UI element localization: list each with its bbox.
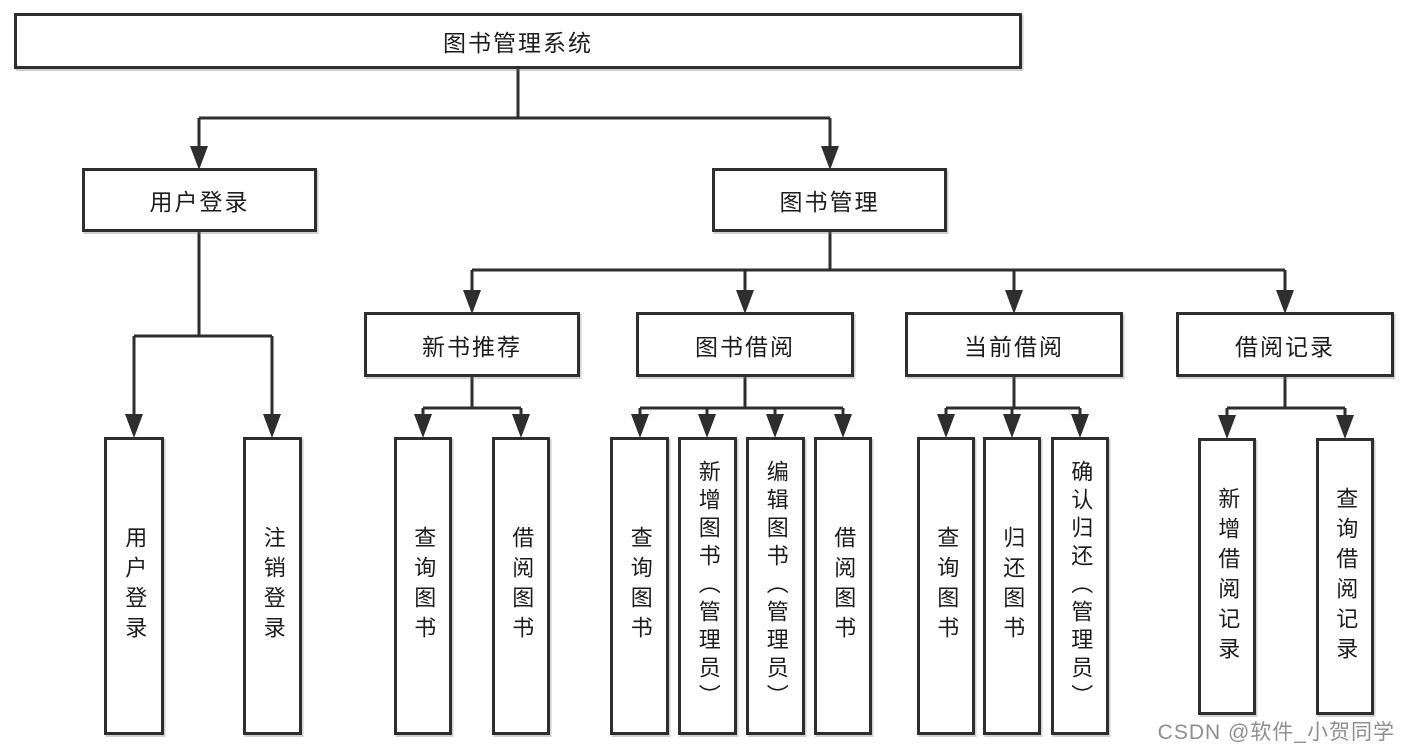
node-user-login-label: 用户登录 [149,189,250,215]
leaf-user-login-label: 用户登录 [122,526,148,646]
leaf-borrow-books-2: 借阅图书 [814,437,872,735]
leaf-add-books-admin-label: 新增图书（管理员） [695,460,721,712]
leaf-query-books-3: 查询图书 [917,437,975,735]
leaf-confirm-return-admin: 确认归还（管理员） [1051,437,1109,735]
leaf-borrow-books-1: 借阅图书 [492,437,550,735]
leaf-add-borrow-record-label: 新增借阅记录 [1215,486,1241,667]
leaf-edit-books-admin: 编辑图书（管理员） [746,437,805,735]
leaf-logout: 注销登录 [243,437,302,735]
leaf-confirm-return-admin-label: 确认归还（管理员） [1068,460,1094,712]
leaf-query-borrow-record-label: 查询借阅记录 [1333,486,1359,667]
node-borrow-records-label: 借阅记录 [1235,333,1335,360]
leaf-query-books-2: 查询图书 [610,437,669,735]
node-current-borrow-label: 当前借阅 [964,333,1064,360]
edge-current-to-leaves [944,377,1082,417]
node-user-login: 用户登录 [82,168,317,232]
leaf-borrow-books-1-label: 借阅图书 [509,526,535,646]
leaf-add-books-admin: 新增图书（管理员） [678,437,737,735]
leaf-query-books-3-label: 查询图书 [934,526,960,646]
leaf-query-borrow-record: 查询借阅记录 [1316,438,1374,715]
edge-bookmgmt-to-level2 [470,232,1287,292]
node-book-borrow-label: 图书借阅 [695,333,795,360]
edge-borrow-to-leaves [638,377,845,417]
leaf-edit-books-admin-label: 编辑图书（管理员） [763,460,789,712]
node-book-management-label: 图书管理 [779,189,880,215]
node-book-management: 图书管理 [712,168,947,232]
node-root: 图书管理系统 [14,13,1022,69]
arrowheads [125,146,1354,439]
leaf-return-books-label: 归还图书 [1000,526,1026,646]
leaf-query-books-2-label: 查询图书 [627,526,653,646]
edge-userlogin-to-leaves [132,232,274,417]
leaf-return-books: 归还图书 [983,437,1041,735]
node-root-label: 图书管理系统 [443,30,593,56]
leaf-query-books-1-label: 查询图书 [411,526,437,646]
node-book-borrow: 图书借阅 [636,312,854,377]
leaf-borrow-books-2-label: 借阅图书 [831,526,857,646]
leaf-user-login: 用户登录 [104,437,164,735]
csdn-watermark: CSDN @软件_小贺同学 [1157,721,1395,744]
edge-newbook-to-leaves [421,377,523,417]
node-current-borrow: 当前借阅 [905,312,1123,377]
edge-records-to-leaves [1225,377,1347,418]
leaf-query-books-1: 查询图书 [394,437,452,735]
leaf-add-borrow-record: 新增借阅记录 [1198,438,1256,715]
node-borrow-records: 借阅记录 [1176,312,1394,377]
leaf-logout-label: 注销登录 [260,526,286,646]
node-new-book-recommend: 新书推荐 [364,312,580,377]
edge-root-to-level1 [197,69,832,148]
node-new-book-recommend-label: 新书推荐 [422,333,522,360]
